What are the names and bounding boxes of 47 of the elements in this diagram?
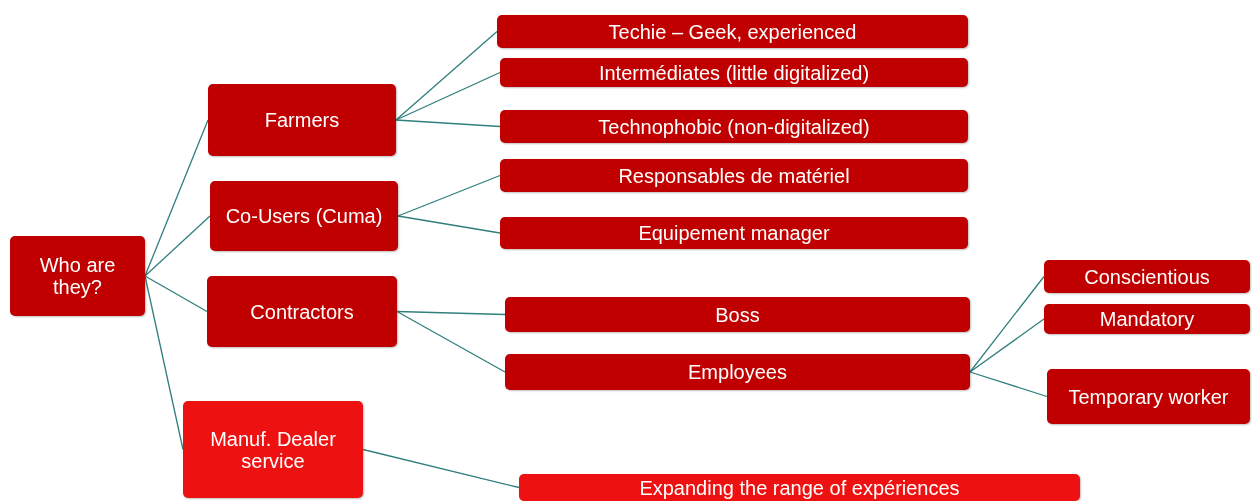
connector-line	[144, 275, 184, 451]
box-label: Boss	[715, 303, 760, 326]
box-label: Temporary worker	[1067, 385, 1230, 408]
box-label: Who are they?	[38, 254, 117, 298]
box-label: Intermédiates (little digitalized)	[598, 61, 870, 84]
category-box	[1044, 260, 1250, 293]
connector-line	[396, 310, 506, 373]
box-label: Co-Users (Cuma)	[225, 205, 383, 227]
category-box	[207, 276, 397, 347]
category-box	[208, 84, 396, 156]
box-label: Equipement manager	[638, 222, 830, 244]
category-box	[10, 236, 145, 316]
connector-line	[969, 275, 1045, 373]
box-label: Expanding the range of expériences	[639, 476, 960, 499]
category-box	[1047, 369, 1250, 424]
box-label: Mandatory	[1099, 308, 1195, 330]
category-box	[183, 401, 363, 498]
connector-line	[397, 174, 501, 217]
connector-line	[144, 119, 209, 277]
connector-line	[396, 310, 506, 316]
box-label: Responsables de matériel	[618, 164, 850, 187]
category-box	[505, 354, 970, 390]
box-label: Employees	[688, 361, 787, 383]
connector-line	[395, 71, 501, 121]
box-label: Technophobic (non-digitalized)	[598, 115, 870, 138]
category-box	[500, 217, 968, 249]
category-box	[210, 181, 398, 251]
connector-line	[969, 371, 1048, 398]
category-box	[1044, 304, 1250, 334]
connector-line	[362, 448, 520, 489]
box-label: Contractors	[250, 300, 354, 323]
category-box	[500, 110, 968, 143]
box-label: Techie – Geek, experienced	[608, 20, 857, 43]
connector-line	[144, 275, 208, 313]
connector-line	[144, 215, 211, 277]
category-box	[519, 474, 1080, 501]
box-label: Manuf. Dealer service	[209, 427, 337, 472]
connector-line	[969, 318, 1045, 373]
category-box	[500, 159, 968, 192]
connector-line	[397, 215, 501, 234]
connector-line	[395, 30, 498, 121]
category-box	[497, 15, 968, 48]
box-label: Farmers	[264, 109, 340, 131]
category-box	[500, 58, 968, 87]
category-box	[505, 297, 970, 332]
box-label: Conscientious	[1084, 265, 1210, 288]
connector-line	[395, 119, 501, 128]
